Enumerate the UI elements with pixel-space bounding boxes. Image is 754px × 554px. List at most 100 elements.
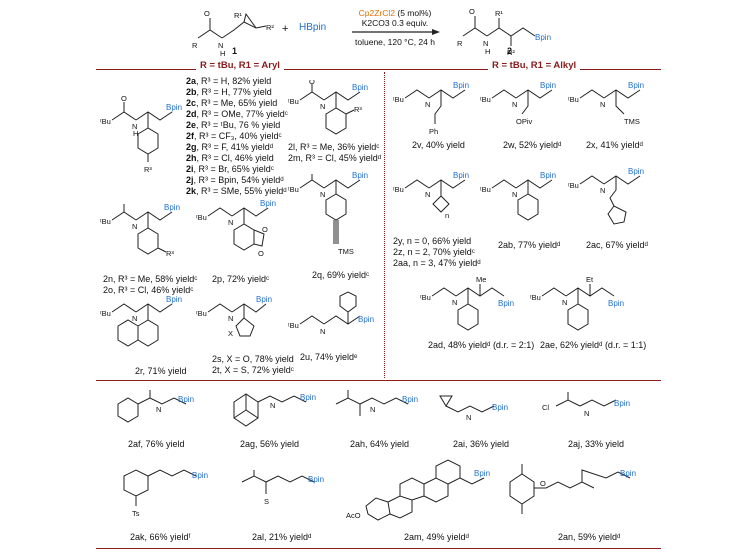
- label-2aj: 2aj, 33% yield: [568, 439, 625, 449]
- svg-text:Bpin: Bpin: [608, 299, 624, 308]
- reaction-arrow: [352, 29, 440, 35]
- entry-2g: 2g, R³ = F, 41% yieldᵈ: [186, 142, 274, 152]
- label-2ac: 2ac, 67% yieldᵈ: [586, 240, 648, 250]
- entry-2b: 2b, R³ = H, 77% yield: [186, 87, 272, 97]
- svg-text:OPiv: OPiv: [516, 117, 533, 126]
- structure-2n-2o: ᵗBu N Bpin R³: [100, 203, 180, 258]
- svg-text:ᵗBu: ᵗBu: [100, 117, 111, 126]
- structure-2an: O Bpin: [509, 464, 636, 514]
- top-rule: [96, 69, 661, 70]
- svg-text:Bpin: Bpin: [166, 103, 182, 112]
- svg-text:N: N: [512, 100, 517, 109]
- label-2ai: 2ai, 36% yield: [453, 439, 510, 449]
- structure-2ag: N Bpin: [233, 393, 316, 427]
- structure-2s-2t: ᵗBu N Bpin X: [196, 296, 272, 338]
- structure-2ab: ᵗBu N Bpin: [480, 171, 556, 221]
- svg-text:R²: R²: [266, 23, 274, 32]
- structure-2l-2m: ᵗBu O N Bpin R³: [288, 80, 368, 135]
- svg-text:Bpin: Bpin: [352, 172, 368, 180]
- structure-2al: S Bpin: [241, 470, 324, 506]
- svg-text:Me: Me: [476, 276, 486, 284]
- aryl-section-header: R = tBu, R1 = Aryl: [196, 60, 284, 71]
- svg-text:R: R: [192, 41, 198, 50]
- svg-text:ᵗBu: ᵗBu: [288, 321, 299, 330]
- svg-text:ᵗBu: ᵗBu: [393, 185, 404, 194]
- svg-text:Bpin: Bpin: [256, 296, 272, 304]
- structure-2ak: Ts Bpin: [123, 469, 208, 518]
- svg-text:O: O: [469, 7, 475, 16]
- structure-2am: AcO Bpin: [346, 459, 490, 521]
- svg-text:N: N: [600, 186, 605, 195]
- svg-text:ᵗBu: ᵗBu: [288, 97, 299, 106]
- svg-text:ᵗBu: ᵗBu: [530, 293, 541, 302]
- label-2o: 2o, R³ = Cl, 46% yieldᶜ: [103, 285, 194, 295]
- label-2p: 2p, 72% yieldᶜ: [212, 274, 270, 284]
- svg-text:Bpin: Bpin: [620, 469, 636, 478]
- label-2s: 2s, X = O, 78% yield: [212, 354, 294, 364]
- catalyst-loading: (5 mol%): [397, 8, 432, 18]
- section-divider-vertical: [384, 72, 385, 378]
- structure-2ad: ᵗBu N Me Bpin: [420, 276, 514, 331]
- label-2ah: 2ah, 64% yield: [350, 439, 410, 449]
- svg-text:S: S: [264, 497, 269, 506]
- product-structure: R O N H R¹ R² Bpin: [457, 7, 551, 56]
- alkyl-section-header: R = tBu, R1 = Alkyl: [488, 60, 581, 71]
- label-2af: 2af, 76% yield: [128, 439, 185, 449]
- svg-text:X: X: [228, 329, 233, 338]
- svg-text:Bpin: Bpin: [540, 81, 556, 90]
- entry-2h: 2h, R³ = Cl, 46% yield: [186, 153, 274, 163]
- label-2l: 2l, R³ = Me, 36% yieldᶜ: [288, 142, 380, 152]
- label-2ag: 2ag, 56% yield: [240, 439, 300, 449]
- svg-text:Bpin: Bpin: [628, 81, 644, 90]
- svg-text:Bpin: Bpin: [453, 171, 469, 180]
- label-2n: 2n, R³ = Me, 58% yieldᶜ: [103, 274, 198, 284]
- label-2z: 2z, n = 2, 70% yieldᶜ: [393, 247, 475, 257]
- svg-text:Bpin: Bpin: [453, 81, 469, 90]
- svg-text:n: n: [445, 211, 449, 220]
- structure-2a-2k: ᵗBu O N H Bpin R³: [100, 96, 182, 174]
- label-2aa: 2aa, n = 3, 47% yieldᵈ: [393, 258, 481, 268]
- label-2t: 2t, X = S, 72% yieldᶜ: [212, 365, 294, 375]
- label-2ad: 2ad, 48% yieldᵈ (d.r. = 2:1): [428, 340, 535, 350]
- svg-text:Cl: Cl: [542, 403, 549, 412]
- svg-text:N: N: [132, 314, 137, 323]
- base-condition: K2CO3 0.3 equiv.: [361, 18, 429, 28]
- svg-text:N: N: [452, 298, 457, 307]
- svg-text:Et: Et: [586, 276, 594, 284]
- plus-sign: +: [282, 23, 289, 35]
- svg-text:N: N: [425, 190, 430, 199]
- product-label: 2: [507, 46, 513, 56]
- structure-2x: ᵗBu N Bpin TMS: [568, 81, 644, 126]
- svg-text:N: N: [132, 222, 137, 231]
- svg-text:Bpin: Bpin: [352, 83, 368, 92]
- svg-text:N: N: [600, 100, 605, 109]
- svg-text:N: N: [584, 409, 589, 418]
- svg-text:R²: R²: [507, 48, 515, 56]
- structure-2aj: Cl N Bpin: [542, 392, 630, 418]
- svg-text:ᵗBu: ᵗBu: [480, 95, 491, 104]
- entry-2c: 2c, R³ = Me, 65% yield: [186, 98, 278, 108]
- svg-text:N: N: [562, 298, 567, 307]
- svg-text:N: N: [218, 41, 223, 50]
- label-2ae: 2ae, 62% yieldᵈ (d.r. = 1:1): [540, 340, 647, 350]
- svg-text:R¹: R¹: [234, 11, 242, 20]
- svg-text:R³: R³: [166, 249, 174, 258]
- label-2u: 2u, 74% yieldᵉ: [300, 352, 358, 362]
- svg-text:ᵗBu: ᵗBu: [288, 185, 299, 194]
- structure-2p: ᵗBu N Bpin O O: [196, 200, 276, 258]
- label-2x: 2x, 41% yieldᵈ: [586, 140, 643, 150]
- svg-text:N: N: [483, 39, 488, 48]
- svg-text:AcO: AcO: [346, 511, 361, 520]
- svg-text:H: H: [133, 129, 138, 138]
- svg-text:Bpin: Bpin: [260, 200, 276, 208]
- svg-text:TMS: TMS: [624, 117, 640, 126]
- structure-2af: N Bpin: [117, 390, 194, 423]
- svg-text:Bpin: Bpin: [628, 167, 644, 176]
- svg-text:Bpin: Bpin: [402, 395, 418, 404]
- bottom-rule: [96, 548, 661, 549]
- svg-text:O: O: [121, 96, 127, 103]
- middle-rule: [96, 380, 661, 381]
- svg-text:N: N: [425, 100, 430, 109]
- svg-text:N: N: [320, 190, 325, 199]
- svg-text:N: N: [320, 102, 325, 111]
